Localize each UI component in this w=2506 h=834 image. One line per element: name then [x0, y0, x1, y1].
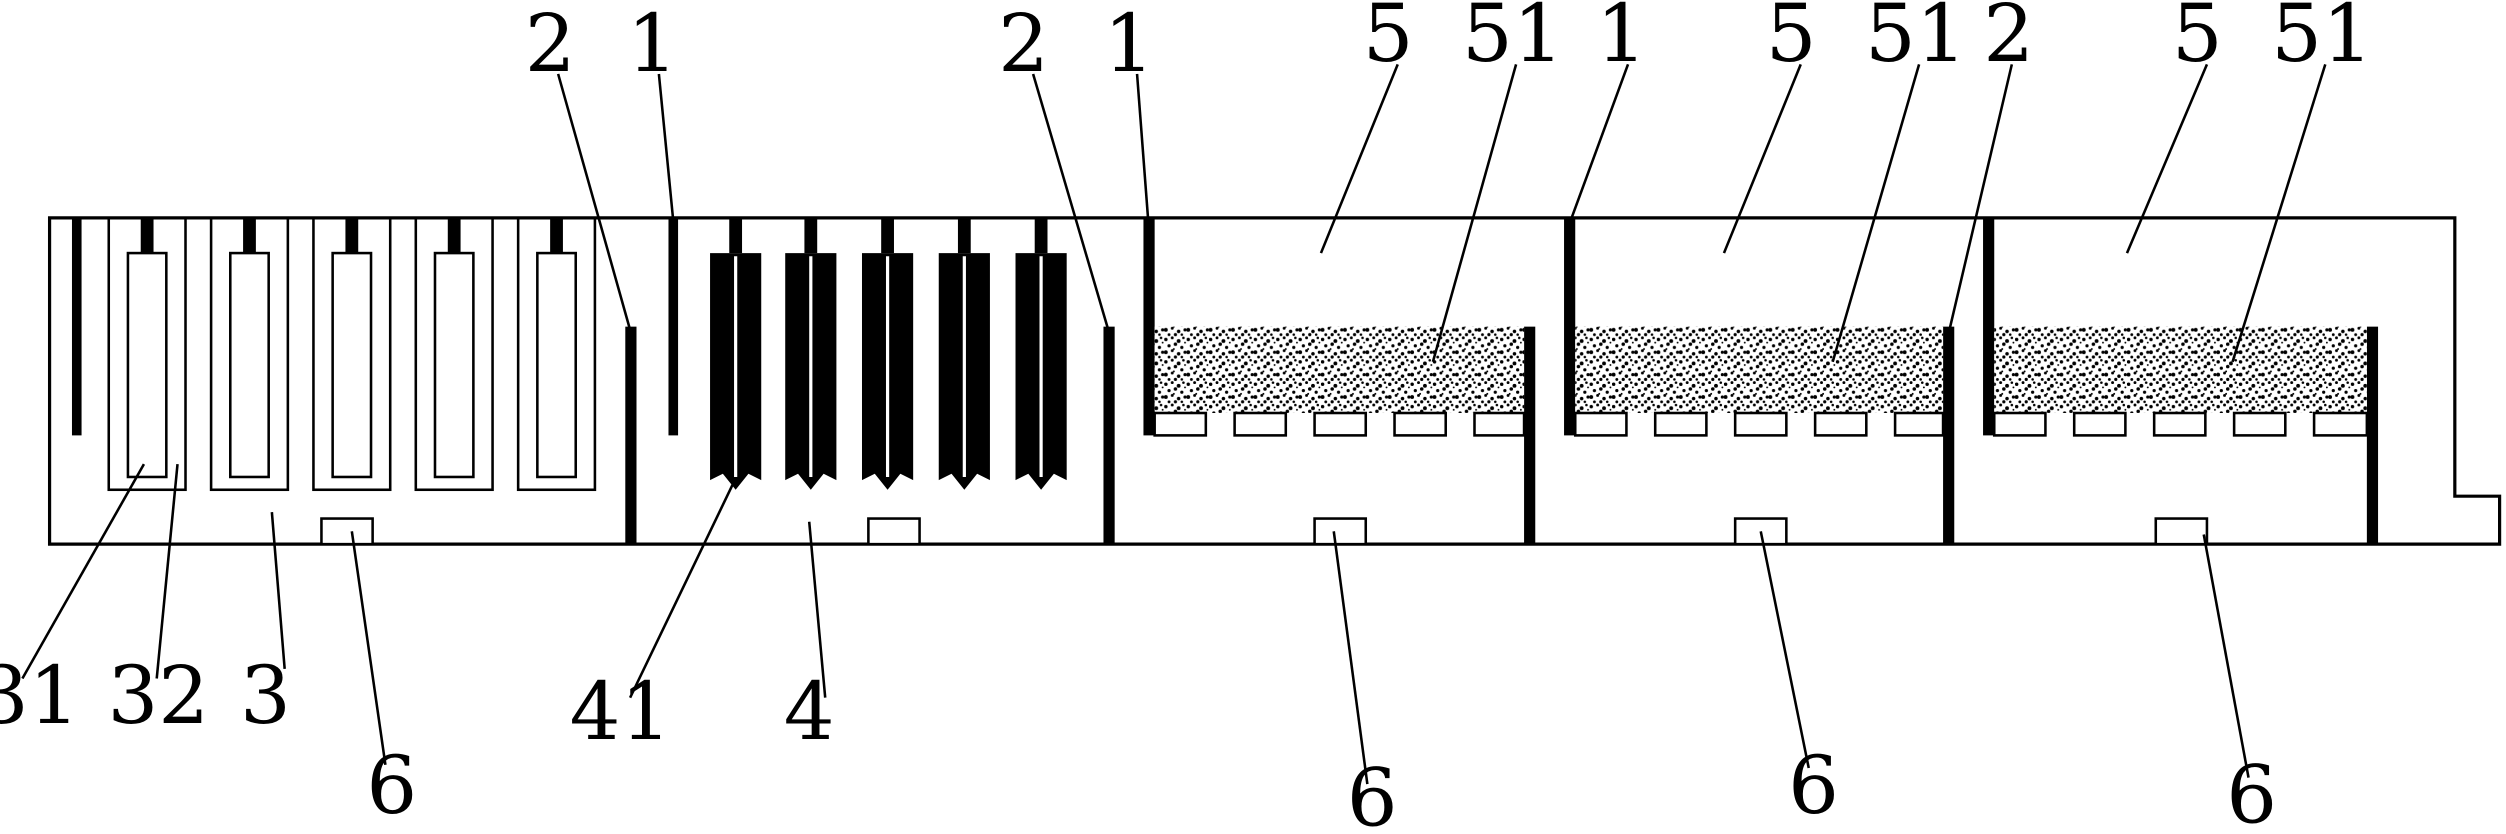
block-6 — [867, 517, 921, 546]
chamber-4 — [710, 217, 1067, 546]
label-2: 2 — [525, 0, 576, 90]
label-6: 6 — [1347, 752, 1398, 834]
wall-2 — [2366, 326, 2379, 545]
label-41: 41 — [570, 665, 672, 758]
block-6 — [320, 517, 374, 546]
wall-1 — [1143, 217, 1155, 436]
media-51 — [1154, 326, 1525, 414]
media-51 — [1994, 326, 2367, 414]
wall-2 — [1103, 326, 1115, 545]
label-2: 2 — [1983, 0, 2034, 80]
label-5: 5 — [1363, 0, 1414, 80]
walls — [625, 217, 2379, 545]
media-51 — [1575, 326, 1944, 414]
label-4: 4 — [784, 665, 835, 758]
tank-outline — [47, 216, 2502, 546]
label-51: 51 — [2271, 0, 2373, 80]
label-32: 32 — [107, 649, 209, 742]
label-6: 6 — [2226, 748, 2277, 834]
wall-1 — [1564, 217, 1576, 436]
label-51: 51 — [1865, 0, 1967, 80]
label-2: 2 — [998, 0, 1049, 90]
wall-2 — [625, 326, 637, 545]
tube-hangers — [140, 217, 563, 254]
label-1: 1 — [627, 0, 678, 90]
wall-1 — [668, 217, 679, 436]
label-31: 31 — [0, 649, 80, 742]
label-6: 6 — [366, 739, 417, 832]
wall-1 — [1983, 217, 1995, 436]
wall-2 — [1524, 326, 1536, 545]
tube-assemblies — [107, 216, 597, 492]
label-51: 51 — [1462, 0, 1564, 80]
leader-lines — [21, 63, 2327, 785]
electrodes-41 — [710, 217, 1067, 490]
label-5: 5 — [1766, 0, 1817, 80]
baffle-left — [71, 217, 82, 436]
support-blocks — [1153, 411, 2369, 437]
label-1: 1 — [1596, 0, 1647, 80]
callout-labels: 2 1 2 1 5 51 1 5 51 2 5 51 31 32 3 6 41 … — [0, 0, 2373, 834]
label-1: 1 — [1104, 0, 1155, 90]
wall-2 — [1943, 326, 1955, 545]
label-3: 3 — [240, 649, 291, 742]
blocks-6 — [1313, 517, 2209, 546]
chamber-3 — [71, 216, 597, 546]
label-5: 5 — [2172, 0, 2223, 80]
chambers-5 — [1153, 326, 2369, 546]
label-6: 6 — [1788, 739, 1839, 832]
